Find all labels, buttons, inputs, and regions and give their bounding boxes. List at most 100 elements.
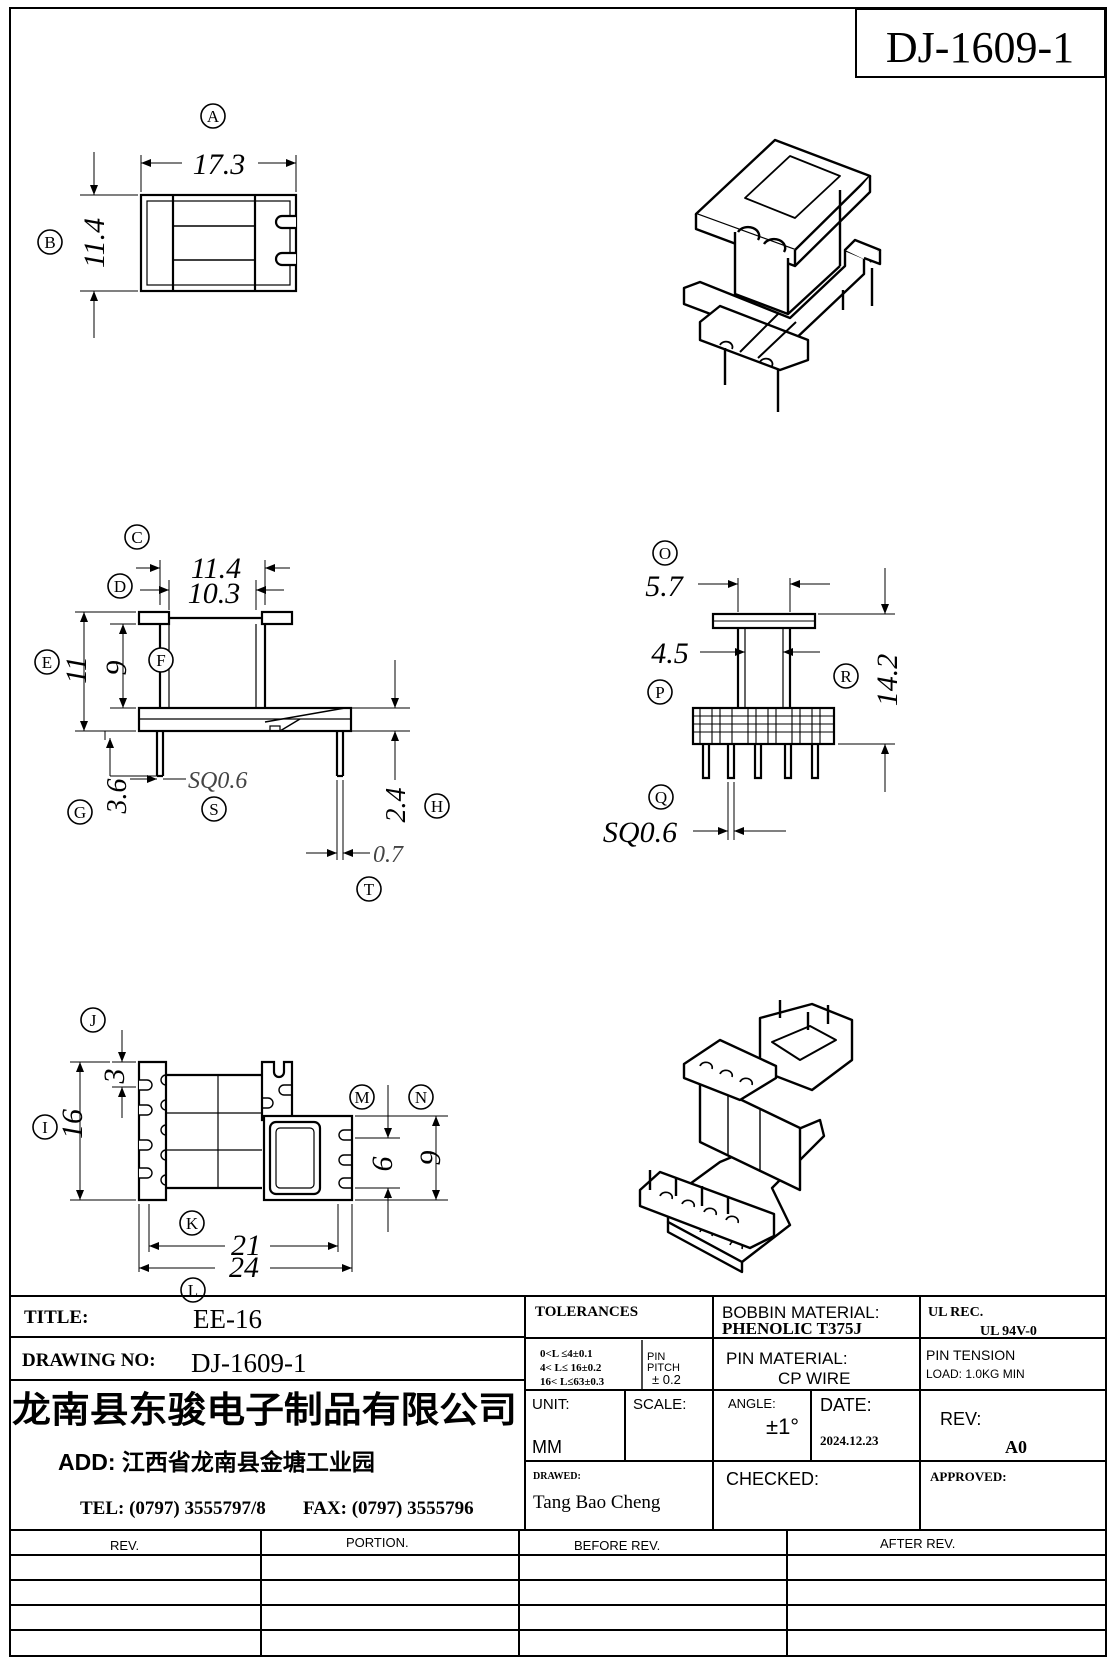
callout-o: O — [652, 540, 678, 566]
dim-10-3: 10.3 — [188, 577, 241, 610]
dim-11-4-vertical: 11.4 — [78, 218, 111, 268]
callout-s: S — [201, 796, 227, 822]
title-block — [10, 1295, 1106, 1656]
callout-h: H — [424, 793, 450, 819]
drawing-code-box: DJ-1609-1 — [855, 8, 1106, 78]
callout-e: E — [34, 649, 60, 675]
rev-table-header-portion: PORTION. — [346, 1535, 409, 1550]
callout-j: J — [80, 1007, 106, 1033]
sheet-border — [9, 7, 1107, 1657]
dim-3: 3 — [98, 1069, 131, 1085]
tolerances-label: TOLERANCES — [535, 1304, 638, 1320]
rev-table-header-before: BEFORE REV. — [574, 1538, 660, 1553]
svg-text:E: E — [42, 653, 52, 672]
callout-b: B — [37, 229, 63, 255]
unit-value: MM — [532, 1437, 562, 1457]
drawn-value: Tang Bao Cheng — [533, 1492, 661, 1513]
company-tel: TEL: (0797) 3555797/8 — [80, 1498, 266, 1519]
pin-tension-label: PIN TENSION — [926, 1347, 1015, 1363]
dim-16: 16 — [56, 1109, 89, 1139]
rev-table-header-after: AFTER REV. — [880, 1536, 955, 1551]
callout-g: G — [67, 799, 93, 825]
company-fax: FAX: (0797) 3555796 — [303, 1498, 474, 1519]
dim-2-4: 2.4 — [381, 788, 412, 823]
dim-14-2: 14.2 — [871, 654, 904, 707]
ul-value: UL 94V-0 — [980, 1324, 1037, 1339]
svg-text:N: N — [415, 1088, 427, 1107]
svg-text:I: I — [42, 1118, 48, 1137]
company-name: 龙南县东骏电子制品有限公司 — [12, 1389, 517, 1430]
callout-l: L — [180, 1277, 206, 1303]
top-view — [80, 152, 298, 338]
drawing-no-value: DJ-1609-1 — [191, 1348, 307, 1378]
bobbin-material-value: PHENOLIC T375J — [722, 1319, 862, 1338]
dim-5-7: 5.7 — [645, 570, 685, 603]
drawing-no-label: DRAWING NO: — [22, 1350, 156, 1371]
approved-label: APPROVED: — [930, 1469, 1007, 1484]
tolerance-line-1: 0<L ≤4±0.1 — [540, 1348, 593, 1360]
callout-d: D — [107, 573, 133, 599]
svg-text:T: T — [364, 880, 375, 899]
company-address: ADD: 江西省龙南县金塘工业园 — [58, 1449, 375, 1475]
angle-value: ±1° — [766, 1414, 799, 1439]
pin-pitch-label-2: PITCH — [647, 1362, 680, 1374]
title-label: TITLE: — [24, 1307, 88, 1328]
isometric-view-bottom — [638, 1000, 854, 1274]
rev-value: A0 — [1005, 1437, 1027, 1457]
bobbin-material-label: BOBBIN MATERIAL: — [722, 1303, 879, 1322]
callout-n: N — [408, 1084, 434, 1110]
dim-11: 11 — [60, 656, 93, 684]
svg-text:K: K — [186, 1214, 199, 1233]
svg-text:O: O — [659, 544, 671, 563]
svg-text:S: S — [209, 800, 218, 819]
callout-a: A — [200, 103, 226, 129]
svg-text:D: D — [114, 577, 126, 596]
pin-material-value: CP WIRE — [778, 1369, 850, 1388]
end-view — [691, 568, 895, 840]
dim-sq0-6-side: SQ0.6 — [188, 768, 247, 794]
callout-r: R — [833, 663, 859, 689]
svg-text:F: F — [156, 651, 165, 670]
callout-i: I — [32, 1114, 58, 1140]
dim-0-7: 0.7 — [373, 842, 404, 868]
svg-text:Q: Q — [655, 788, 667, 807]
pin-pitch-label-1: PIN — [647, 1351, 665, 1363]
callout-k: K — [179, 1210, 205, 1236]
svg-text:R: R — [840, 667, 852, 686]
svg-text:H: H — [431, 797, 443, 816]
svg-text:P: P — [655, 683, 664, 702]
dim-21: 21 — [231, 1229, 261, 1262]
dim-sq0-6-end: SQ0.6 — [603, 816, 677, 849]
dim-9-side: 9 — [100, 661, 133, 676]
svg-text:G: G — [74, 803, 86, 822]
rev-table-header-rev: REV. — [110, 1538, 139, 1553]
dim-3-6: 3.6 — [102, 779, 133, 815]
checked-label: CHECKED: — [726, 1469, 819, 1489]
dim-17-3: 17.3 — [193, 148, 246, 181]
svg-text:L: L — [188, 1281, 198, 1300]
rev-label: REV: — [940, 1409, 981, 1429]
scale-label: SCALE: — [633, 1396, 686, 1413]
callout-c: C — [124, 524, 150, 550]
dim-4-5: 4.5 — [651, 637, 689, 670]
svg-text:B: B — [44, 233, 55, 252]
svg-text:M: M — [354, 1088, 369, 1107]
callout-f: F — [148, 647, 174, 673]
pin-material-label: PIN MATERIAL: — [726, 1349, 848, 1368]
svg-text:C: C — [131, 528, 142, 547]
bottom-view — [70, 1030, 448, 1272]
tolerance-line-3: 16< L≤63±0.3 — [540, 1376, 605, 1388]
svg-text:J: J — [90, 1011, 97, 1030]
angle-label: ANGLE: — [728, 1396, 776, 1411]
drawing-code: DJ-1609-1 — [886, 23, 1074, 72]
side-view — [75, 560, 410, 860]
ul-label: UL REC. — [928, 1305, 983, 1320]
callout-p: P — [647, 679, 673, 705]
dim-24: 24 — [229, 1251, 259, 1284]
drawn-label: DRAWED: — [533, 1471, 581, 1482]
isometric-view-top — [682, 138, 882, 412]
callout-q: Q — [648, 784, 674, 810]
unit-label: UNIT: — [532, 1396, 570, 1413]
date-label: DATE: — [820, 1395, 872, 1415]
